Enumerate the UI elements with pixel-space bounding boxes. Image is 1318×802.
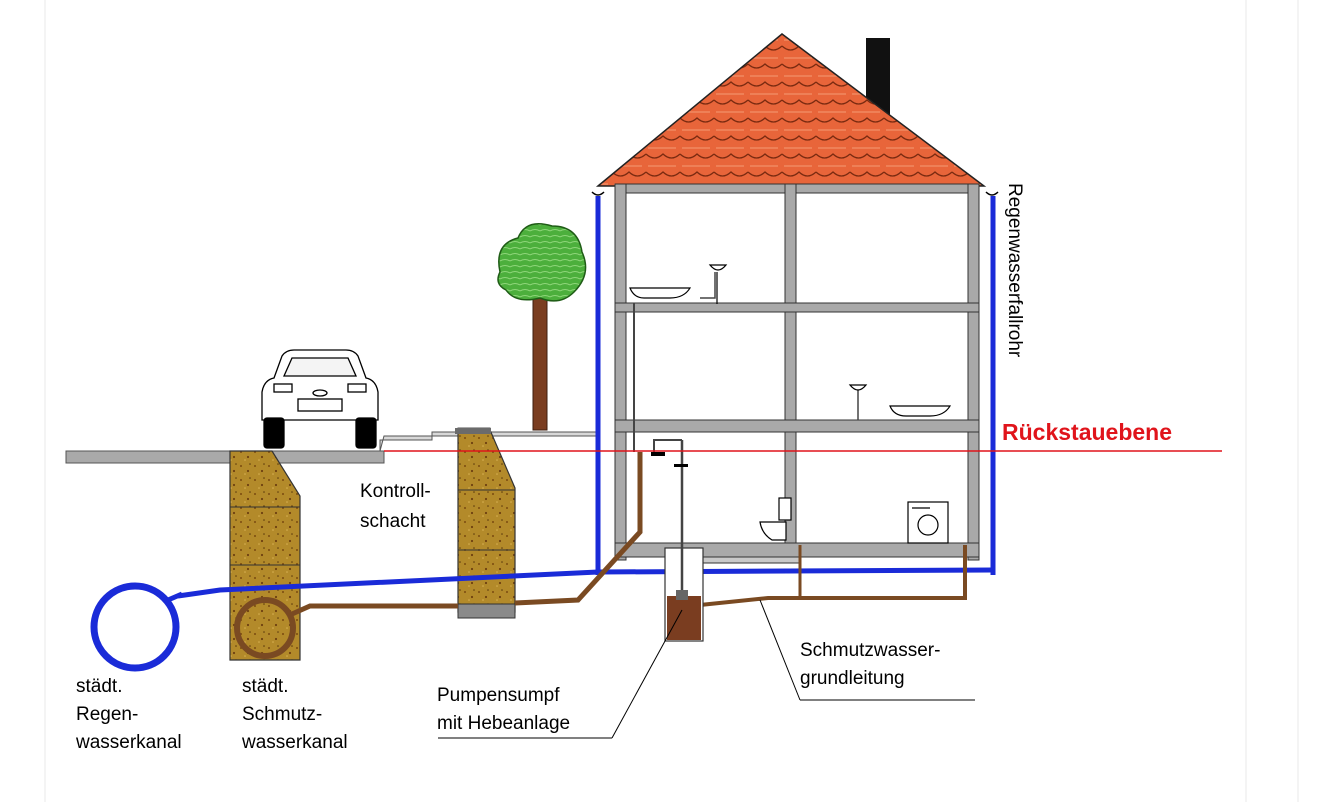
label-kontrollschacht-2: schacht bbox=[360, 511, 426, 532]
label-fallrohr: Regenwasserfallrohr bbox=[1004, 183, 1025, 358]
city-sewage-sewer bbox=[234, 597, 296, 659]
sink-icon bbox=[629, 264, 728, 304]
sewage-ground-pipe bbox=[699, 545, 967, 607]
label-regen-kanal-1: städt. bbox=[76, 676, 122, 697]
street-shaft bbox=[229, 450, 301, 661]
tree-icon bbox=[497, 223, 587, 431]
label-rueckstauebene: Rückstauebene bbox=[1002, 419, 1172, 445]
label-regen-kanal-2: Regen- bbox=[76, 704, 138, 725]
control-shaft-base bbox=[457, 603, 516, 619]
label-pumpensumpf-1: Pumpensumpf bbox=[437, 685, 560, 706]
rain-main-pipe bbox=[177, 567, 994, 599]
house-structure bbox=[614, 183, 980, 564]
label-kontrollschacht-1: Kontroll- bbox=[360, 481, 431, 502]
label-schmutz-kanal-3: wasserkanal bbox=[241, 732, 348, 753]
street-surface bbox=[65, 450, 385, 464]
label-schmutz-kanal-2: Schmutz- bbox=[242, 704, 322, 725]
city-rain-sewer bbox=[90, 582, 180, 672]
label-schmutz-kanal-1: städt. bbox=[242, 676, 288, 697]
label-pumpensumpf-2: mit Hebeanlage bbox=[437, 713, 570, 734]
sewage-pressure-pipe bbox=[514, 452, 643, 606]
control-shaft bbox=[457, 429, 516, 613]
toilet-icon bbox=[759, 497, 792, 541]
car-icon bbox=[261, 349, 379, 449]
control-shaft-cover bbox=[455, 428, 491, 434]
label-grundleitung-2: grundleitung bbox=[800, 668, 905, 689]
label-regen-kanal-3: wasserkanal bbox=[75, 732, 182, 753]
label-grundleitung-1: Schmutzwasser- bbox=[800, 640, 940, 661]
washing-machine-icon bbox=[907, 501, 949, 544]
house-roof bbox=[595, 33, 987, 187]
sink-icon bbox=[848, 384, 952, 417]
